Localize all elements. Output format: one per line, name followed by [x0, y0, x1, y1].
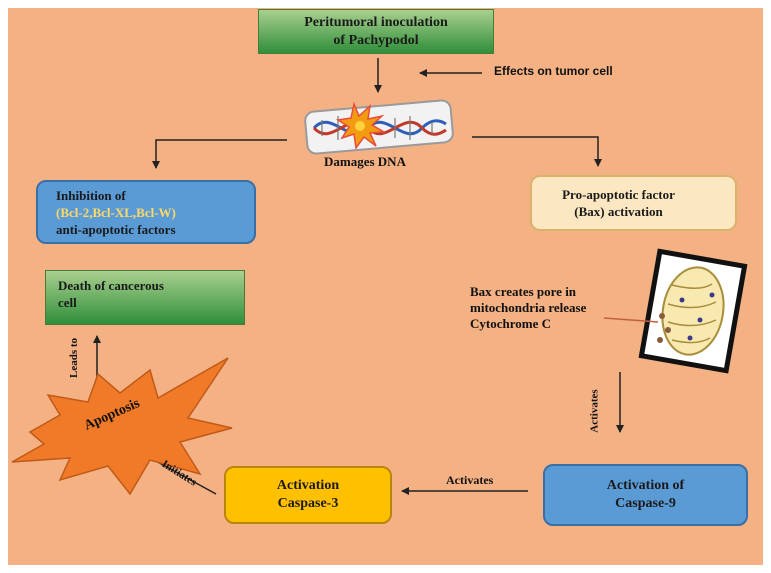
- inhibition-factors: (Bcl-2,Bcl-XL,Bcl-W): [56, 204, 176, 220]
- activates-horizontal-label: Activates: [446, 473, 494, 487]
- pachypodol-inoculation-box: Peritumoral inoculation of Pachypodol: [258, 9, 494, 54]
- effects-label: Effects on tumor cell: [494, 64, 613, 78]
- caspase3-line1: Activation: [276, 478, 340, 493]
- arrow-dna-to-inhibition: [152, 139, 287, 169]
- bax-line1: Pro-apoptotic factor: [562, 187, 675, 202]
- apoptosis-starburst: [11, 357, 233, 496]
- top-box-line2: of Pachypodol: [333, 32, 419, 48]
- arrow-dna-to-bax: [472, 136, 602, 167]
- caspase3-line2: Caspase-3: [277, 496, 339, 511]
- pore-line3: Cytochrome C: [470, 316, 551, 331]
- inhibition-line1: Inhibition of: [56, 187, 126, 203]
- damages-dna-label: Damages DNA: [324, 154, 406, 169]
- death-line2: cell: [58, 295, 77, 310]
- mitochondria-icon: [603, 248, 748, 374]
- bax-line2: (Bax) activation: [574, 204, 663, 219]
- pore-line1: Bax creates pore in: [470, 284, 577, 299]
- caspase9-line1: Activation of: [606, 478, 685, 493]
- bax-activation-box: Pro-apoptotic factor (Bax) activation: [530, 175, 737, 231]
- pore-text: Bax creates pore in mitochondria release…: [470, 284, 586, 332]
- inhibition-box: Inhibition of (Bcl-2,Bcl-XL,Bcl-W) anti-…: [36, 180, 256, 244]
- leads-to-label: Leads to: [68, 337, 81, 379]
- activates-vertical-label: Activates: [588, 389, 601, 433]
- inhibition-line3: anti-apoptotic factors: [56, 221, 176, 237]
- caspase3-box: Activation Caspase-3: [224, 466, 392, 524]
- dna-icon: [304, 99, 454, 155]
- caspase9-box: Activation of Caspase-9: [543, 464, 748, 526]
- top-box-line1: Peritumoral inoculation: [304, 14, 448, 30]
- death-line1: Death of cancerous: [58, 278, 164, 293]
- death-box: Death of cancerous cell: [45, 270, 245, 325]
- caspase9-line2: Caspase-9: [615, 496, 676, 511]
- pore-line2: mitochondria release: [470, 300, 587, 315]
